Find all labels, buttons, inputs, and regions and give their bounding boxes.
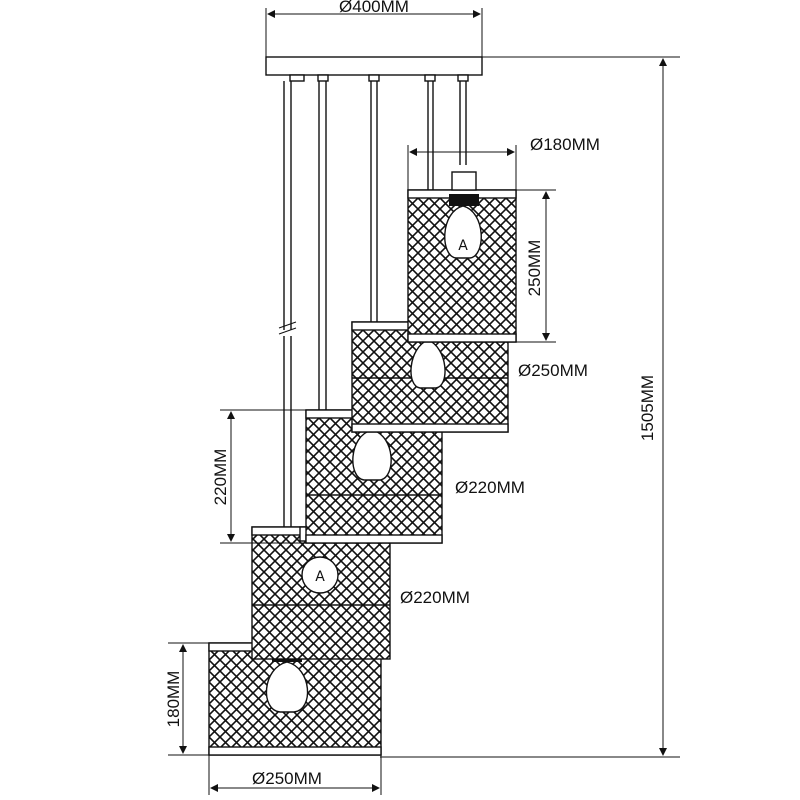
shade1-height-label: 250MM <box>525 240 544 297</box>
shade5-diameter-dimension: Ø250MM <box>208 755 382 795</box>
shade5-diameter-label: Ø250MM <box>252 769 322 788</box>
shade3-diameter-label: Ø220MM <box>455 478 525 497</box>
shade2-diameter-dimension: Ø250MM <box>518 361 588 380</box>
shade4-diameter-label: Ø220MM <box>400 588 470 607</box>
shade1-height-dimension: 250MM <box>516 189 556 343</box>
shade-1: A <box>407 171 517 343</box>
shade4-diameter-dimension: Ø220MM <box>400 588 470 607</box>
ceiling-canopy <box>265 56 483 82</box>
total-height-label: 1505MM <box>638 375 657 441</box>
shade5-height-label: 180MM <box>164 671 183 728</box>
shade-4: A <box>251 526 391 660</box>
shade2-diameter-label: Ø250MM <box>518 361 588 380</box>
canopy-width-label: Ø400MM <box>339 0 409 16</box>
shade3-diameter-dimension: Ø220MM <box>455 478 525 497</box>
shade3-height-dimension: 220MM <box>211 409 306 544</box>
shade1-diameter-label: Ø180MM <box>530 135 600 154</box>
shade5-height-dimension: 180MM <box>164 642 209 756</box>
canopy-width-dimension: Ø400MM <box>265 0 483 57</box>
total-height-dimension: 1505MM <box>380 56 680 758</box>
shade1-diameter-dimension: Ø180MM <box>407 135 600 190</box>
svg-text:A: A <box>458 238 468 254</box>
shade3-height-label: 220MM <box>211 449 230 506</box>
svg-text:A: A <box>315 569 325 585</box>
